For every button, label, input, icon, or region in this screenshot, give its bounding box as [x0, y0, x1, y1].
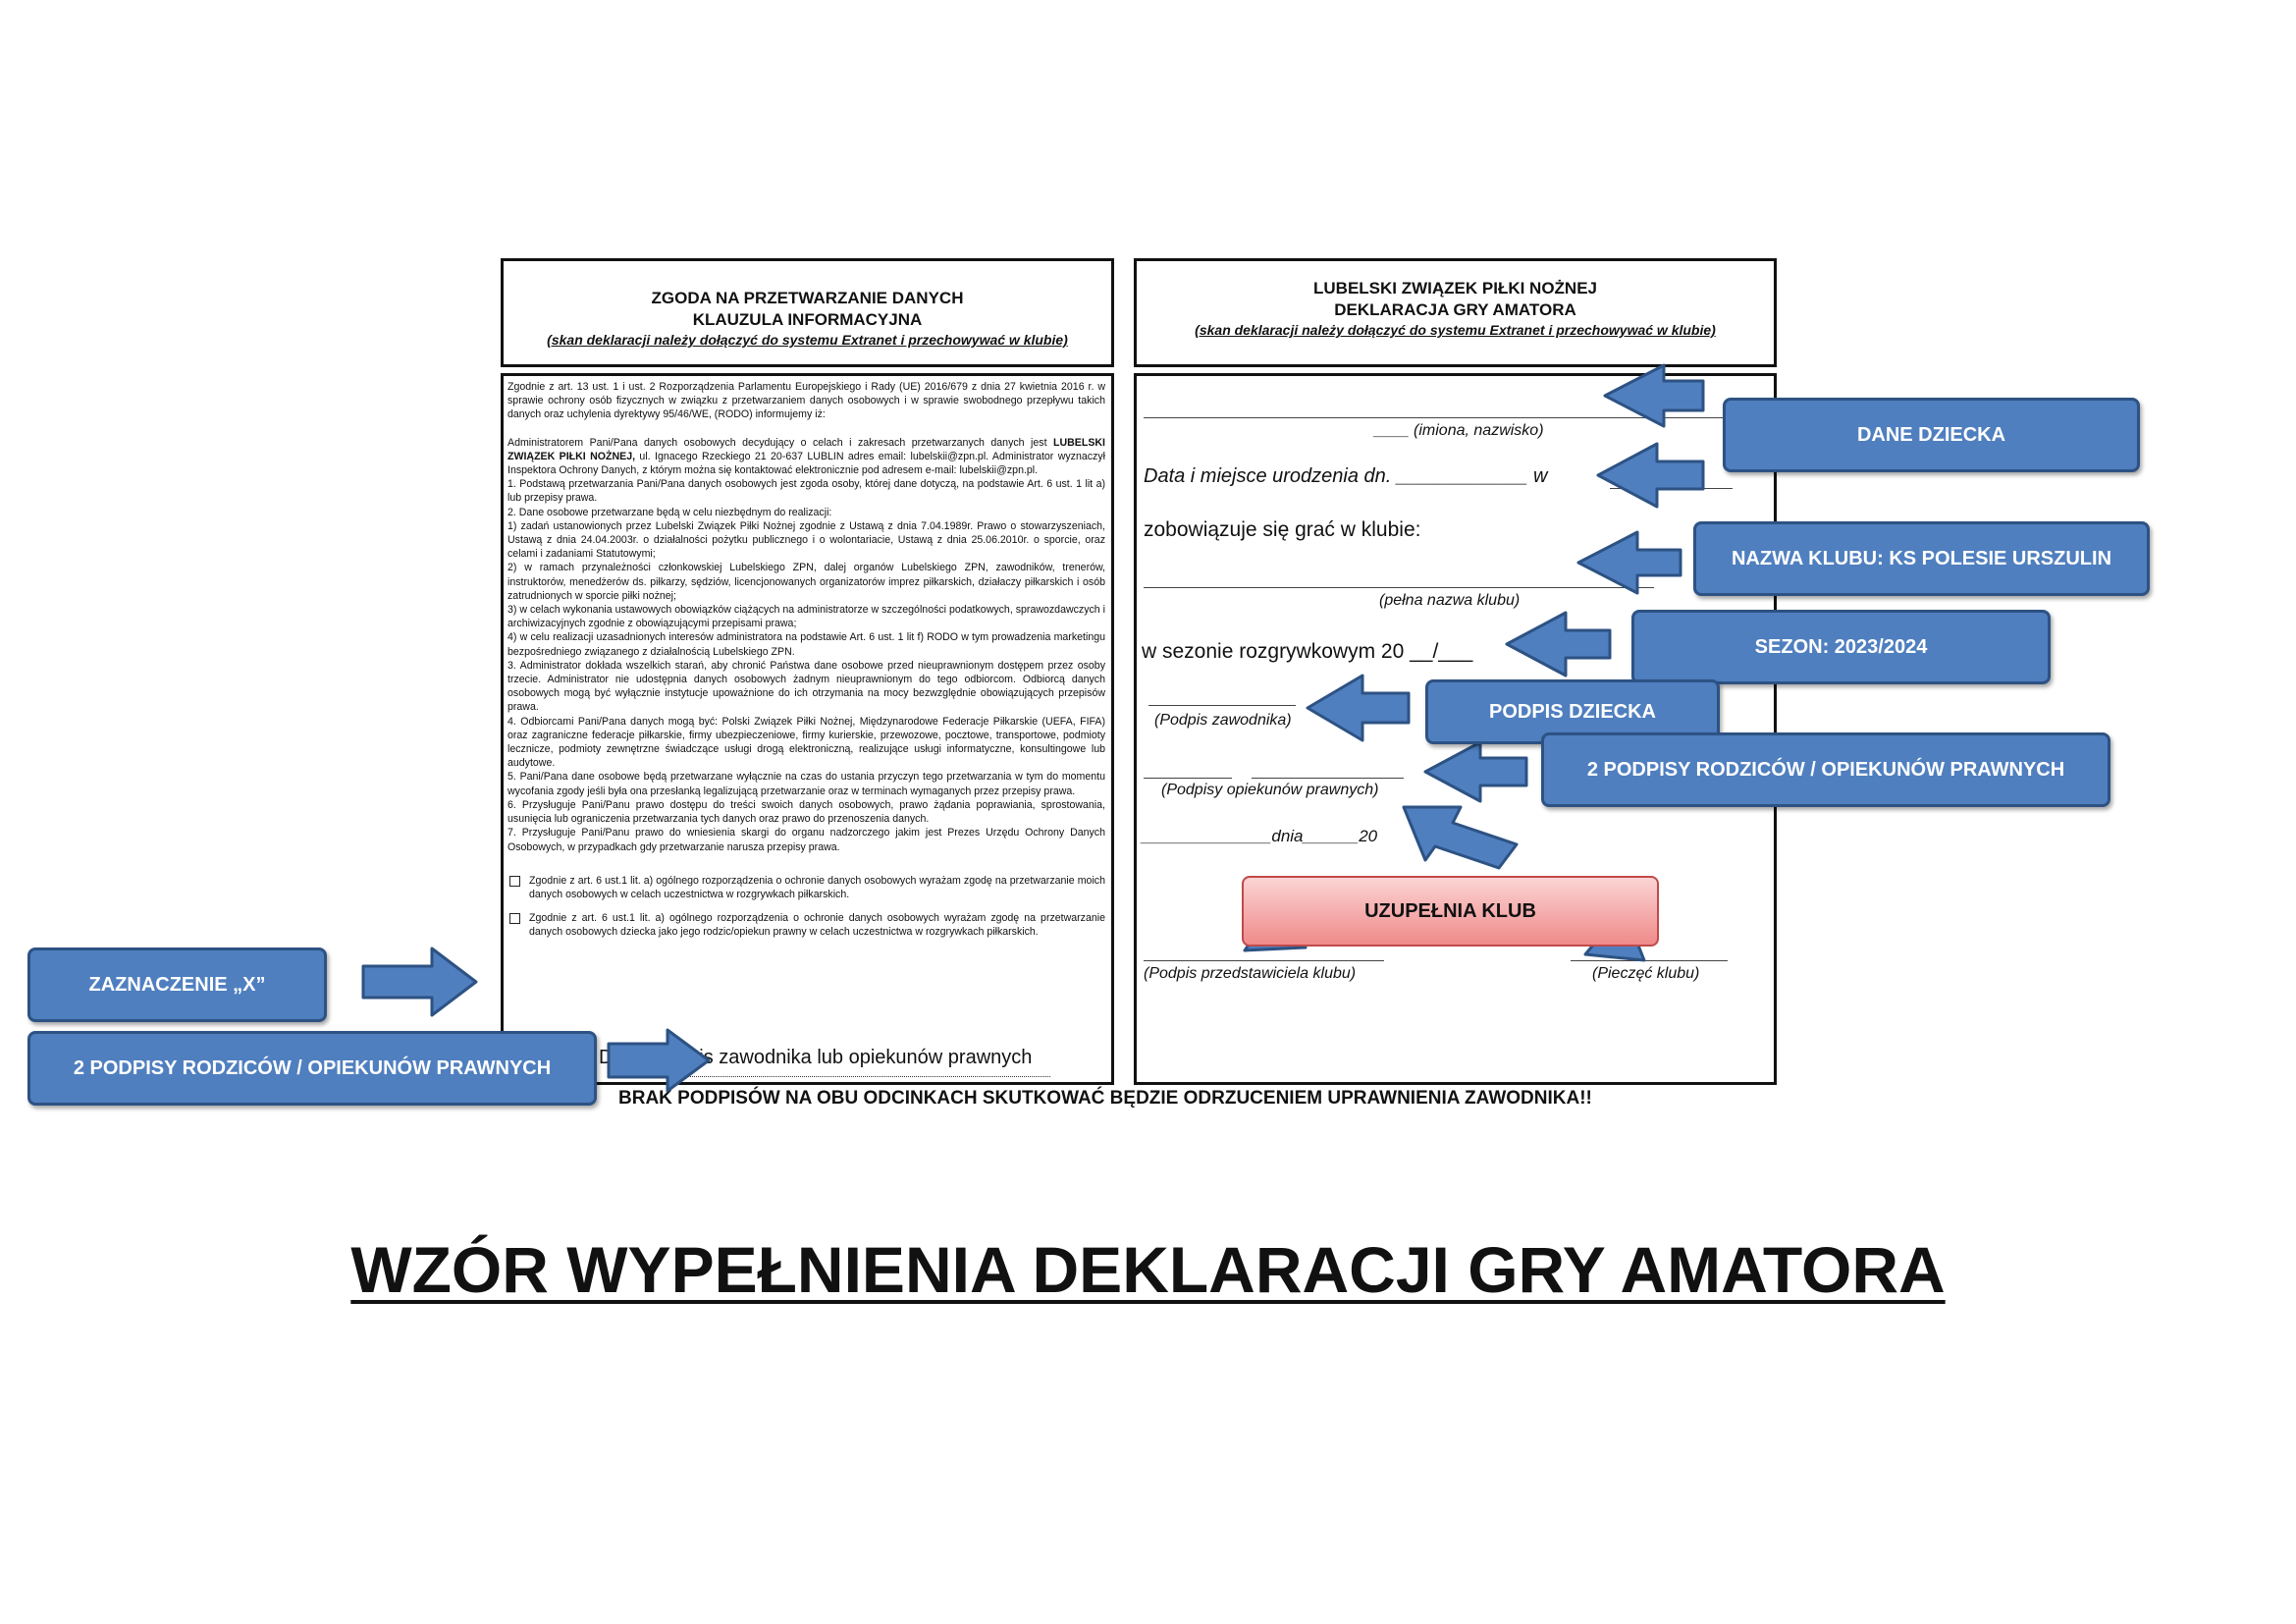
player-sign-line — [1148, 705, 1296, 706]
paragraph-2-4: 4) w celu realizacji uzasadnionych inter… — [507, 631, 1105, 658]
name-label: ____ (imiona, nazwisko) — [1374, 422, 1544, 439]
callout-child-data: DANE DZIECKA — [1723, 398, 2140, 472]
left-title-line1: ZGODA NA PRZETWARZANIE DANYCH — [651, 289, 964, 307]
paragraph-6: 6. Przysługuje Pani/Panu prawo dostępu d… — [507, 798, 1105, 826]
left-body-box: Zgodnie z art. 13 ust. 1 i ust. 2 Rozpor… — [501, 373, 1114, 1085]
right-title-line1: LUBELSKI ZWIĄZEK PIŁKI NOŻNEJ — [1313, 279, 1597, 298]
consent-text-2: Zgodnie z art. 6 ust.1 lit. a) ogólnego … — [529, 912, 1105, 939]
name-line — [1144, 417, 1742, 418]
warning-text: BRAK PODPISÓW NA OBU ODCINKACH SKUTKOWAĆ… — [618, 1088, 1592, 1109]
paragraph-2-2: 2) w ramach przynależności członkowskiej… — [507, 562, 1105, 602]
club-line — [1144, 587, 1654, 588]
arrow-left-icon — [1596, 442, 1705, 509]
arrow-left-icon — [1603, 363, 1705, 428]
club-stamp-label: (Pieczęć klubu) — [1592, 965, 1700, 982]
arrow-left-icon — [1576, 530, 1682, 595]
club-label: (pełna nazwa klubu) — [1379, 592, 1521, 609]
paragraph-5: 5. Pani/Pana dane osobowe będą przetwarz… — [507, 771, 1105, 797]
club-rep-sign-line — [1144, 960, 1384, 961]
main-title: WZÓR WYPEŁNIENIA DEKLARACJI GRY AMATORA — [350, 1233, 1946, 1306]
rodo-intro: Zgodnie z art. 13 ust. 1 i ust. 2 Rozpor… — [507, 381, 1105, 421]
arrow-left-icon — [1505, 611, 1612, 677]
paragraph-2-1: 1) zadań ustanowionych przez Lubelski Zw… — [507, 519, 1105, 561]
paragraph-4: 4. Odbiorcami Pani/Pana danych mogą być:… — [507, 715, 1105, 770]
paragraph-2-3: 3) w celach wykonania ustawowych obowiąz… — [507, 604, 1105, 630]
paragraph-7: 7. Przysługuje Pani/Panu prawo do wniesi… — [507, 827, 1105, 853]
left-title-line2: KLAUZULA INFORMACYJNA — [692, 310, 923, 329]
guardian-sign-line-1 — [1144, 778, 1232, 779]
consent-text-1: Zgodnie z art. 6 ust.1 lit. a) ogólnego … — [529, 874, 1105, 900]
date-line: ______________dnia______20 — [1142, 827, 1378, 845]
callout-season: SEZON: 2023/2024 — [1631, 610, 2051, 684]
arrow-right-icon — [607, 1028, 711, 1093]
callout-club-fills: UZUPEŁNIA KLUB — [1242, 876, 1659, 947]
birth-label: Data i miejsce urodzenia dn. ___________… — [1144, 465, 1548, 487]
player-sign-label: (Podpis zawodnika) — [1154, 712, 1292, 729]
consent-row-1: Zgodnie z art. 6 ust.1 lit. a) ogólnego … — [507, 874, 1105, 901]
administrator-paragraph: Administratorem Pani/Pana danych osobowy… — [507, 436, 1105, 477]
callout-parents-sign-left: 2 PODPISY RODZICÓW / OPIEKUNÓW PRAWNYCH — [27, 1031, 597, 1106]
callout-parents-sign-right: 2 PODPISY RODZICÓW / OPIEKUNÓW PRAWNYCH — [1541, 732, 2110, 807]
arrow-right-icon — [361, 947, 478, 1017]
club-stamp-line — [1571, 960, 1728, 961]
callout-club-name: NAZWA KLUBU: KS POLESIE URSZULIN — [1693, 521, 2150, 596]
right-title-line2: DEKLARACJA GRY AMATORA — [1334, 300, 1576, 319]
club-commit-label: zobowiązuje się grać w klubie: — [1144, 518, 1421, 541]
arrow-up-left-icon — [1402, 805, 1519, 870]
consent-checkbox-2[interactable] — [509, 913, 520, 925]
arrow-left-icon — [1423, 740, 1528, 803]
left-note: (skan deklaracji należy dołączyć do syst… — [547, 332, 1068, 348]
consent-checkbox-1[interactable] — [509, 875, 520, 887]
guardian-sign-line-2 — [1252, 778, 1404, 779]
consent-row-2: Zgodnie z art. 6 ust.1 lit. a) ogólnego … — [507, 911, 1105, 939]
club-rep-sign-label: (Podpis przedstawiciela klubu) — [1144, 965, 1357, 982]
season-label: w sezonie rozgrywkowym 20 __/___ — [1142, 640, 1473, 663]
paragraph-2: 2. Dane osobowe przetwarzane będą w celu… — [507, 506, 832, 518]
callout-x-mark: ZAZNACZENIE „X” — [27, 947, 327, 1022]
right-note: (skan deklaracji należy dołączyć do syst… — [1195, 322, 1716, 338]
paragraph-1: 1. Podstawą przetwarzania Pani/Pana dany… — [507, 478, 1105, 505]
left-signature-dotted-line — [618, 1076, 1050, 1077]
guardians-sign-label: (Podpisy opiekunów prawnych) — [1161, 782, 1379, 798]
right-header-box: LUBELSKI ZWIĄZEK PIŁKI NOŻNEJ DEKLARACJA… — [1134, 258, 1777, 367]
arrow-left-icon — [1306, 674, 1411, 742]
paragraph-3: 3. Administrator dokłada wszelkich stara… — [507, 659, 1105, 714]
left-header-box: ZGODA NA PRZETWARZANIE DANYCH KLAUZULA I… — [501, 258, 1114, 367]
